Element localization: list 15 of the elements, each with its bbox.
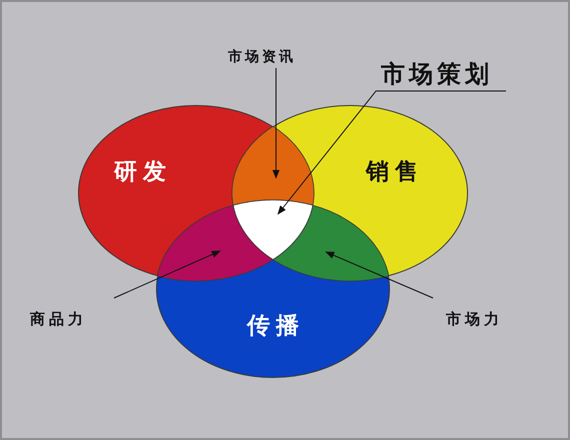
overlap-region — [232, 126, 314, 206]
leader-arrow — [277, 90, 506, 215]
overlap-region — [272, 204, 390, 282]
leader-arrow — [272, 68, 280, 179]
callout-label: 商品力 — [30, 309, 87, 329]
circle-label: 研发 — [114, 158, 172, 186]
overlap-region — [232, 200, 314, 260]
callout-label: 市场资讯 — [228, 48, 296, 66]
leader-arrow — [114, 250, 221, 298]
circle-label: 销售 — [366, 158, 424, 186]
circle-label: 传播 — [247, 312, 305, 340]
overlap-region — [156, 204, 274, 282]
leader-arrow — [325, 252, 434, 298]
callout-label: 市场力 — [446, 309, 503, 329]
callout-label: 市场策划 — [381, 60, 493, 88]
